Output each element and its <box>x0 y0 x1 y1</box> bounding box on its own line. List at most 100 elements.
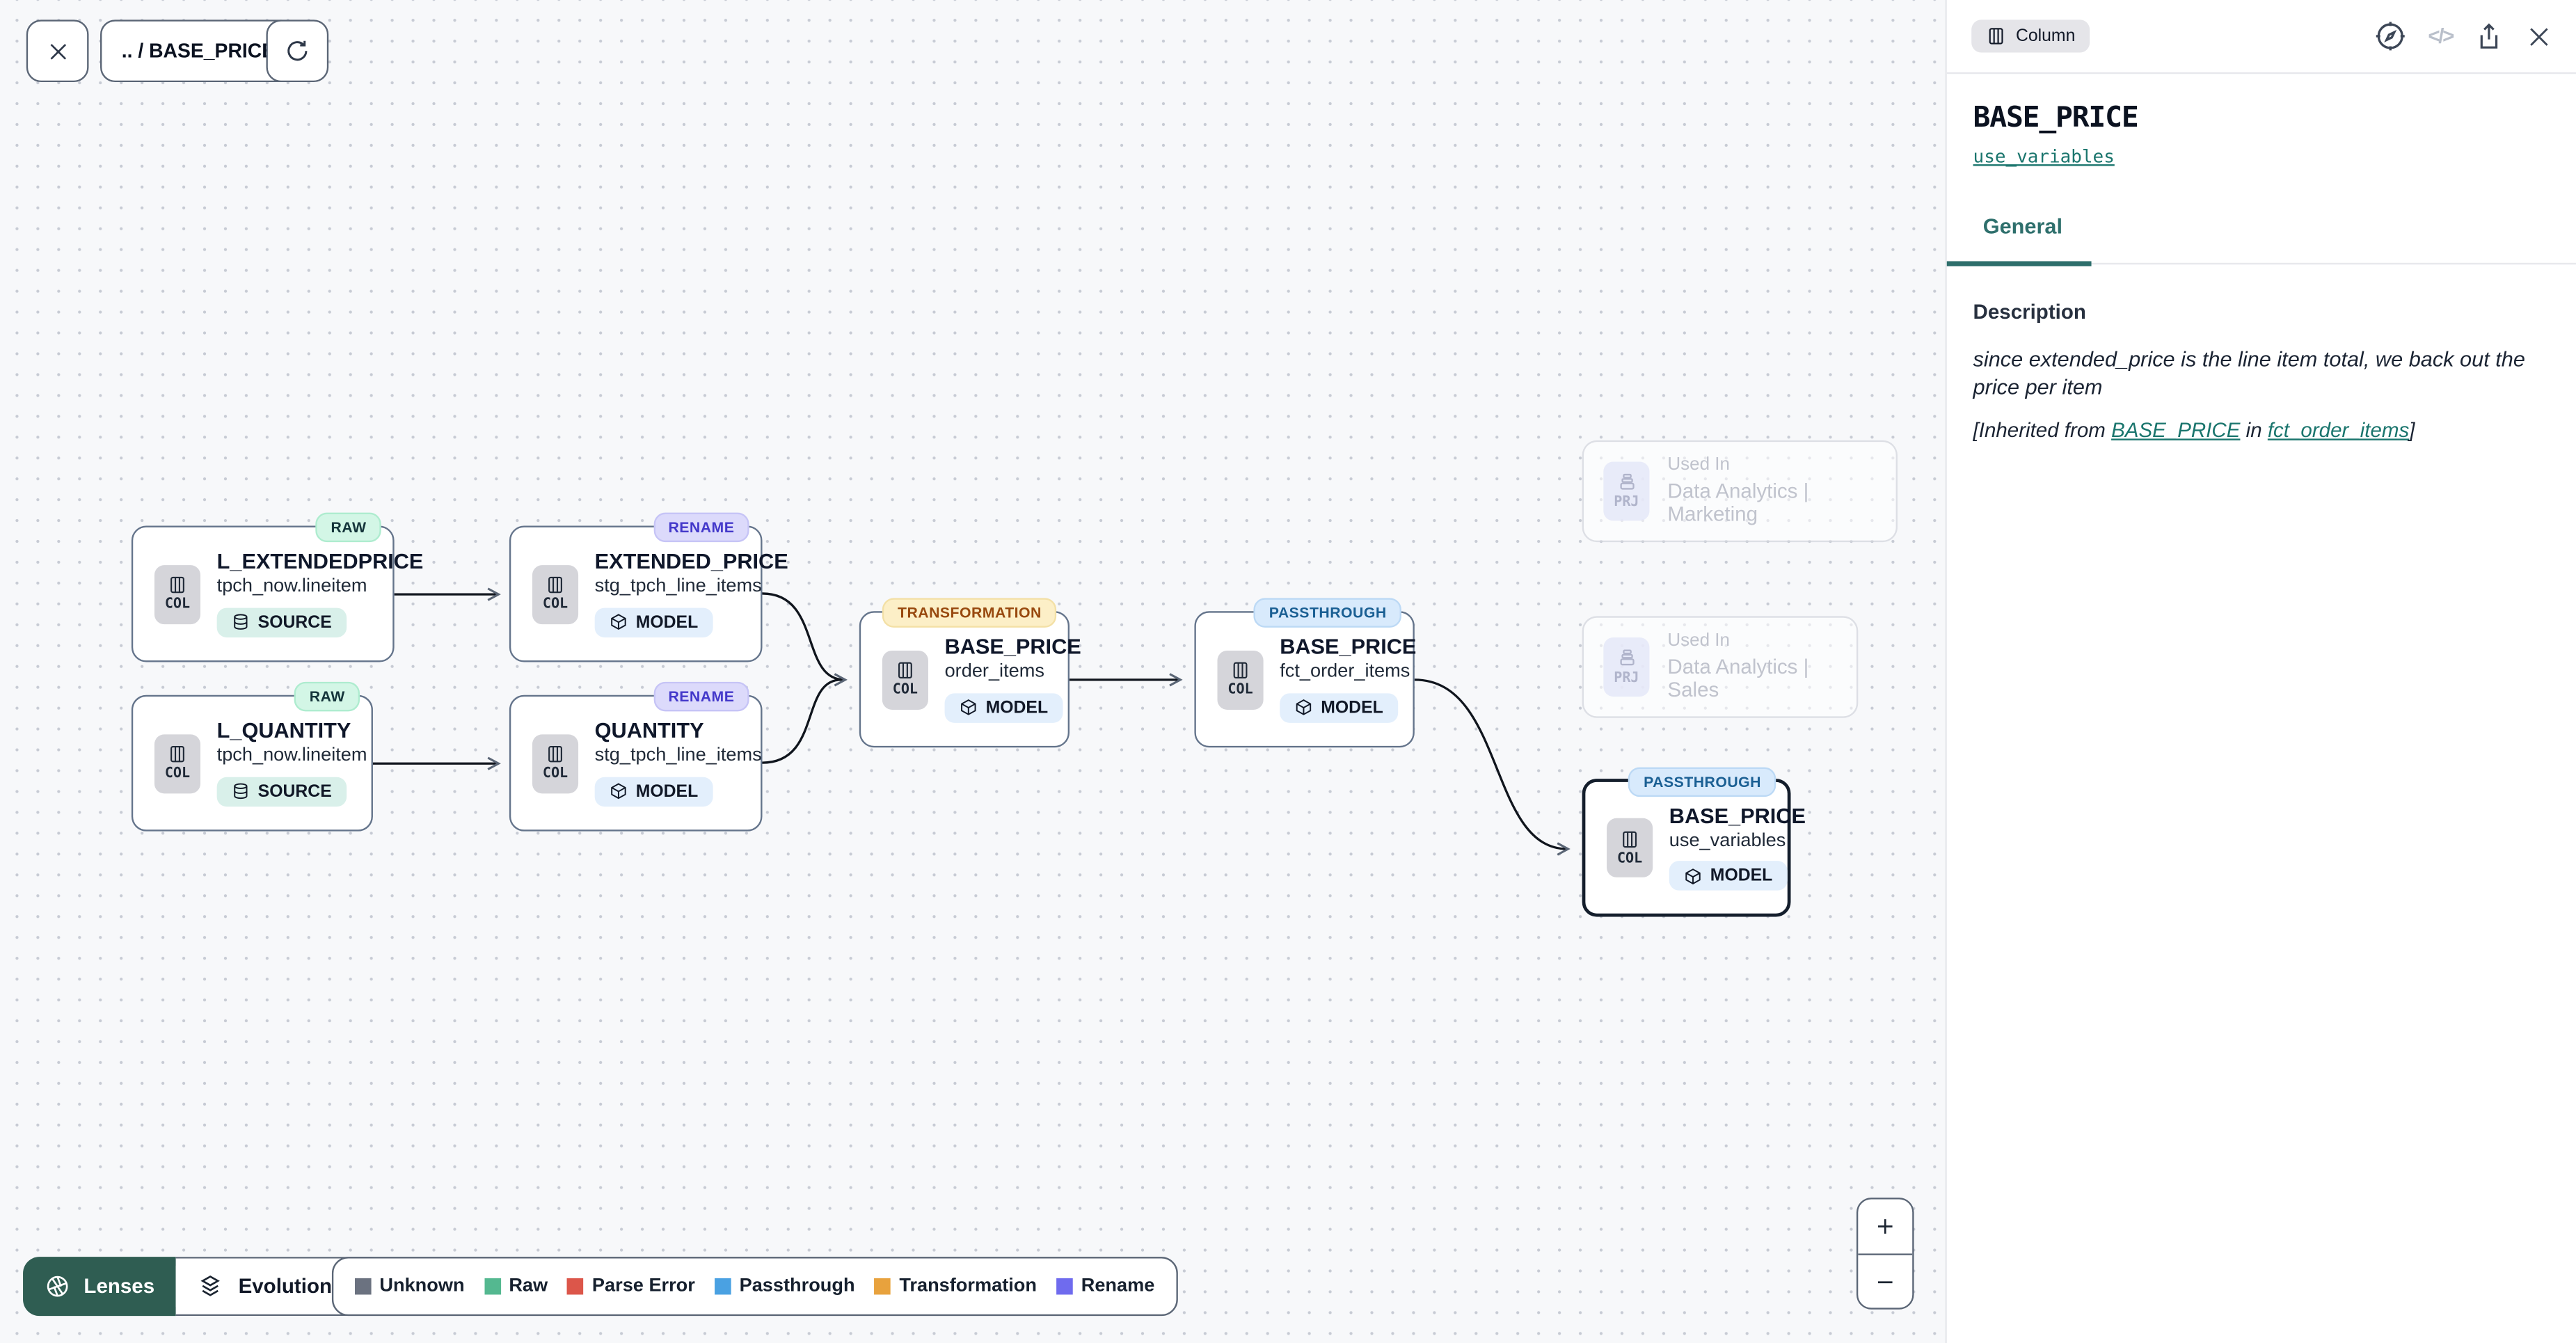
node-subtitle: order_items <box>944 662 1044 683</box>
col-chip-label: COL <box>542 765 569 782</box>
inherited-suffix: ] <box>2409 418 2415 442</box>
layers-icon <box>200 1275 221 1296</box>
col-chip-label: COL <box>542 596 569 613</box>
node-l-quantity[interactable]: RAW COL L_QUANTITY tpch_now.lineitem SOU… <box>131 681 373 832</box>
node-type-label: SOURCE <box>257 612 332 633</box>
plus-icon <box>1877 1219 1893 1234</box>
column-icon: COL <box>1217 649 1264 709</box>
project-chip-label: PRJ <box>1614 670 1639 687</box>
legend-swatch <box>1056 1278 1073 1295</box>
lenses-button[interactable]: Lenses <box>23 1257 176 1317</box>
panel-tabs: General <box>1946 210 2576 266</box>
column-icon: COL <box>532 564 579 623</box>
used-in-project-name: Data Analytics | Marketing <box>1667 479 1809 527</box>
col-chip-label: COL <box>1227 681 1253 699</box>
column-icon: COL <box>1607 818 1653 877</box>
col-chip-label: COL <box>892 681 919 699</box>
panel-header: Column </> <box>1946 0 2576 74</box>
node-type-label: MODEL <box>985 698 1049 718</box>
compass-icon <box>2376 22 2405 51</box>
project-icon: PRJ <box>1603 461 1650 521</box>
active-tab-underline <box>1946 260 2092 266</box>
inherited-column-link[interactable]: BASE_PRICE <box>2111 418 2241 442</box>
evolution-badge: RENAME <box>653 681 749 712</box>
evolution-badge: PASSTHROUGH <box>1254 598 1401 628</box>
column-icon <box>1989 28 2003 45</box>
node-base-price-order-items[interactable]: TRANSFORMATION COL BASE_PRICE order_item… <box>859 598 1081 748</box>
used-in-label: Used In <box>1667 455 1730 476</box>
zoom-controls <box>1856 1198 1914 1310</box>
database-icon <box>234 614 248 630</box>
breadcrumb[interactable]: .. / BASE_PRICE <box>100 19 296 83</box>
legend-label: Passthrough <box>739 1276 855 1296</box>
model-type-pill: MODEL <box>594 607 713 637</box>
share-button[interactable] <box>2474 21 2504 52</box>
zoom-in-button[interactable] <box>1858 1200 1912 1254</box>
node-subtitle: tpch_now.lineitem <box>216 746 367 767</box>
model-type-pill: MODEL <box>1669 861 1788 891</box>
minus-icon <box>1877 1280 1893 1282</box>
ghost-node-sales[interactable]: PRJ Used In Data Analytics | Sales <box>1582 616 1859 718</box>
node-base-price-fct-order-items[interactable]: PASSTHROUGH COL BASE_PRICE fct_order_ite… <box>1194 598 1417 748</box>
explore-lineage-button[interactable] <box>2374 19 2406 52</box>
node-type-label: SOURCE <box>257 781 332 802</box>
entity-type-label: Column <box>2015 26 2076 47</box>
inherited-from-note: [Inherited from BASE_PRICE in fct_order_… <box>1973 418 2550 441</box>
code-icon: </> <box>2428 24 2454 48</box>
used-in-label: Used In <box>1667 631 1730 651</box>
source-type-pill: SOURCE <box>216 607 347 637</box>
node-title: L_QUANTITY <box>216 717 351 743</box>
legend-swatch <box>874 1278 891 1295</box>
legend-item-rename: Rename <box>1056 1276 1154 1296</box>
legend-item-transformation: Transformation <box>874 1276 1037 1296</box>
used-in-project-name: Data Analytics | Sales <box>1667 655 1809 702</box>
col-chip-label: COL <box>1616 850 1643 867</box>
refresh-icon <box>287 40 308 61</box>
evolution-badge: RAW <box>316 512 381 543</box>
node-l-extendedprice[interactable]: RAW COL L_EXTENDEDPRICE tpch_now.lineite… <box>131 512 423 662</box>
legend-label: Rename <box>1081 1276 1155 1296</box>
breadcrumb-label: .. / BASE_PRICE <box>121 39 276 63</box>
node-quantity[interactable]: RENAME COL QUANTITY stg_tpch_line_items … <box>509 681 763 832</box>
details-panel: Column </> BASE_PRICE use_variables <box>1945 0 2576 1343</box>
database-icon <box>234 784 248 800</box>
legend-swatch <box>354 1278 372 1295</box>
tab-general[interactable]: General <box>1982 213 2063 239</box>
model-type-pill: MODEL <box>944 693 1063 723</box>
entity-type-badge: Column <box>1971 19 2090 53</box>
legend-swatch <box>484 1278 501 1295</box>
evolution-badge: TRANSFORMATION <box>882 598 1057 628</box>
share-icon <box>2480 22 2498 48</box>
legend-swatch <box>715 1278 731 1295</box>
refresh-button[interactable] <box>266 19 329 83</box>
close-icon <box>49 42 65 59</box>
column-icon: COL <box>532 733 579 793</box>
legend-label: Unknown <box>379 1276 465 1296</box>
legend-label: Parse Error <box>591 1276 695 1296</box>
view-code-button[interactable]: </> <box>2428 24 2454 48</box>
model-type-pill: MODEL <box>594 777 713 807</box>
legend-label: Raw <box>509 1276 548 1296</box>
zoom-out-button[interactable] <box>1858 1253 1913 1308</box>
cube-icon <box>1296 700 1312 716</box>
lens-mode-label: Evolution <box>238 1275 333 1298</box>
node-base-price-use-variables[interactable]: PASSTHROUGH COL BASE_PRICE use_variables… <box>1582 767 1806 917</box>
close-lineage-button[interactable] <box>26 19 89 83</box>
model-link[interactable]: use_variables <box>1973 146 2115 168</box>
lineage-canvas[interactable]: PRJ Used In Data Analytics | Marketing P… <box>0 0 1946 1343</box>
inherited-prefix: [Inherited from <box>1973 418 2112 442</box>
inherited-model-link[interactable]: fct_order_items <box>2267 418 2410 442</box>
node-extended-price[interactable]: RENAME COL EXTENDED_PRICE stg_tpch_line_… <box>509 512 788 662</box>
evolution-badge: RAW <box>294 681 360 712</box>
column-icon: COL <box>154 564 201 623</box>
node-title: BASE_PRICE <box>1280 634 1417 659</box>
legend-swatch <box>567 1278 585 1295</box>
ghost-node-marketing[interactable]: PRJ Used In Data Analytics | Marketing <box>1582 440 1898 543</box>
close-panel-button[interactable] <box>2525 22 2553 50</box>
evolution-badge: PASSTHROUGH <box>1628 767 1776 797</box>
source-type-pill: SOURCE <box>216 777 347 807</box>
page-title: BASE_PRICE <box>1973 102 2139 135</box>
node-type-label: MODEL <box>635 612 699 633</box>
node-title: BASE_PRICE <box>944 634 1081 659</box>
